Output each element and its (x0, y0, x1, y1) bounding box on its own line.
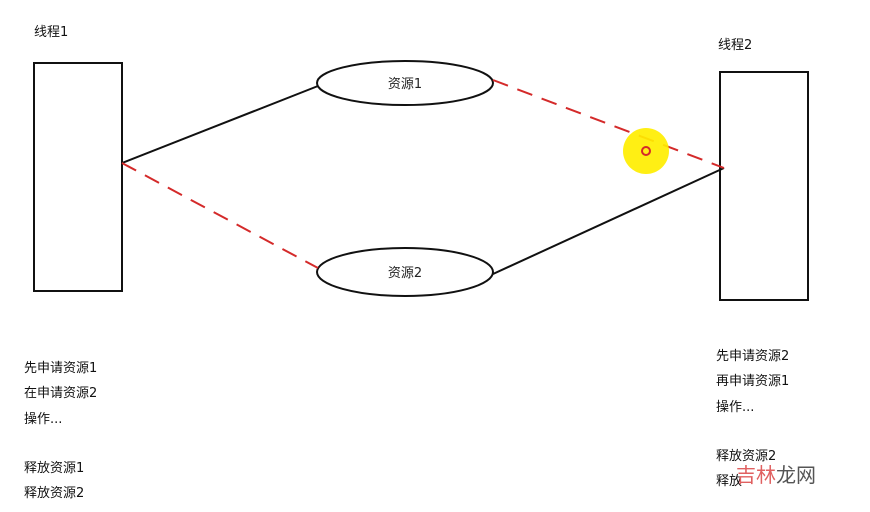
thread1-note-5: 释放资源1 (24, 461, 85, 476)
watermark-part2: 龙网 (776, 463, 816, 487)
resource1-node (316, 60, 494, 106)
thread1-title: 线程1 (34, 25, 69, 40)
thread1-note-6: 释放资源2 (24, 486, 85, 501)
thread1-note-3: 操作... (24, 412, 63, 427)
watermark: 吉林龙网 (736, 463, 816, 487)
thread2-note-3: 操作... (716, 400, 755, 415)
edge-resource1-thread2-dashed (492, 79, 725, 169)
resource2-node (316, 247, 494, 297)
thread2-note-6: 释放 (716, 474, 743, 489)
edge-thread2-resource2 (492, 167, 725, 275)
thread2-box (719, 71, 809, 301)
resource1-label: 资源1 (388, 77, 422, 92)
thread2-note-1: 先申请资源2 (716, 349, 790, 364)
resource2-label: 资源2 (388, 266, 422, 281)
thread2-note-5: 释放资源2 (716, 449, 777, 464)
edge-thread1-resource2-dashed (121, 162, 319, 269)
thread2-note-2: 再申请资源1 (716, 374, 790, 389)
thread1-note-2: 在申请资源2 (24, 386, 98, 401)
thread1-note-1: 先申请资源1 (24, 361, 98, 376)
thread2-title: 线程2 (718, 38, 753, 53)
watermark-part1: 吉林 (736, 463, 776, 487)
thread1-box (33, 62, 123, 292)
edge-thread1-resource1 (121, 85, 319, 164)
cursor-highlight (623, 128, 669, 174)
